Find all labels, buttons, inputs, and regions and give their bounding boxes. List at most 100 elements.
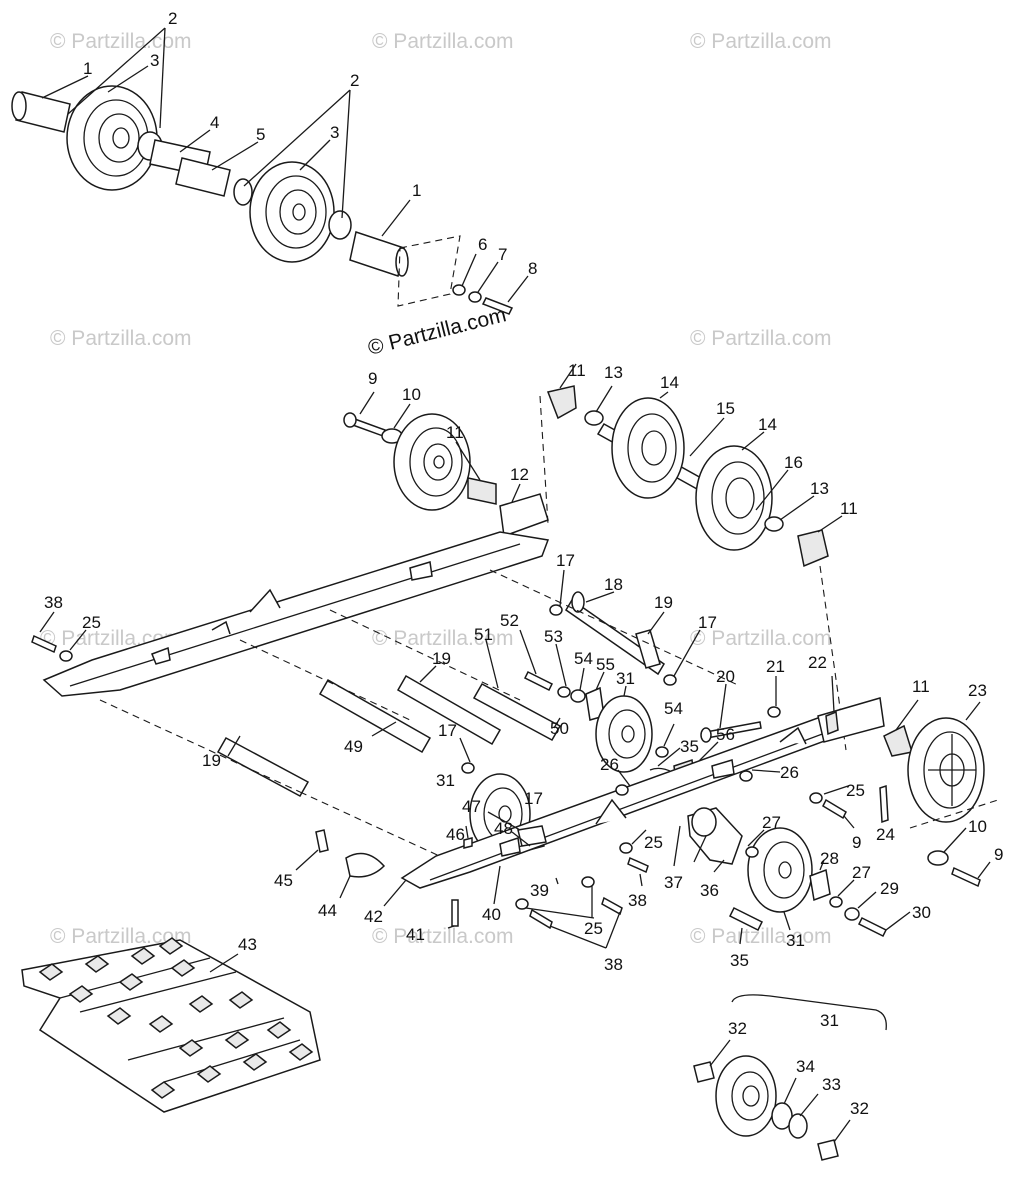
callout-label: 54 xyxy=(574,649,593,668)
callout-label: 19 xyxy=(202,751,221,770)
callout-label: 17 xyxy=(556,551,575,570)
callout-label: 38 xyxy=(604,955,623,974)
callout-label: 11 xyxy=(568,361,586,380)
callout-label: 28 xyxy=(820,849,839,868)
cone-11 xyxy=(797,529,829,568)
watermark-text: © Partzilla.com xyxy=(50,327,192,350)
callout-label: 13 xyxy=(604,363,623,382)
copyright-label: © Partzilla.com xyxy=(366,303,509,360)
callout-label: 7 xyxy=(498,245,507,264)
callout-label: 5 xyxy=(256,125,265,144)
callout-label: 9 xyxy=(852,833,861,852)
callout-label: 9 xyxy=(368,369,377,388)
watermark-text: © Partzilla.com xyxy=(372,925,514,948)
callout-label: 22 xyxy=(808,653,827,672)
callout-label: 40 xyxy=(482,905,501,924)
callout-label: 45 xyxy=(274,871,293,890)
callout-label: 39 xyxy=(530,881,549,900)
sleeve-1 xyxy=(349,231,405,277)
callout-label: 1 xyxy=(83,59,92,78)
shaft-19 xyxy=(216,736,310,798)
callout-label: 19 xyxy=(654,593,673,612)
callout-label: 56 xyxy=(716,725,735,744)
callout-label: 46 xyxy=(446,825,465,844)
callout-label: 32 xyxy=(728,1019,747,1038)
callout-labels: 1 2 3 4 5 1 2 3 6 7 8 9 10 11 11 12 13 1… xyxy=(44,9,1003,1118)
callout-label: 52 xyxy=(500,611,519,630)
callout-label: 32 xyxy=(850,1099,869,1118)
wheel-31 xyxy=(747,827,813,913)
callout-label: 14 xyxy=(660,373,679,392)
callout-label: 3 xyxy=(150,51,159,70)
callout-label: 6 xyxy=(478,235,487,254)
callout-label: 13 xyxy=(810,479,829,498)
track-43 xyxy=(21,937,321,1113)
wheel-14 xyxy=(695,445,773,551)
callout-label: 33 xyxy=(822,1075,841,1094)
callout-label: 17 xyxy=(698,613,717,632)
callout-label: 19 xyxy=(432,649,451,668)
callout-label: 31 xyxy=(616,669,635,688)
callout-label: 18 xyxy=(604,575,623,594)
callout-label: 10 xyxy=(402,385,421,404)
callout-label: 53 xyxy=(544,627,563,646)
callout-label: 26 xyxy=(600,755,619,774)
callout-label: 11 xyxy=(912,677,930,696)
callout-label: 38 xyxy=(628,891,647,910)
callout-label: 47 xyxy=(462,797,481,816)
left-slide-rail xyxy=(31,531,550,697)
lower-components xyxy=(295,807,911,949)
watermark-text: © Partzilla.com xyxy=(372,627,514,650)
callout-label: 34 xyxy=(796,1057,815,1076)
callout-label: 17 xyxy=(524,789,543,808)
watermark-text: © Partzilla.com xyxy=(690,30,832,53)
callout-label: 25 xyxy=(584,919,603,938)
callout-label: 8 xyxy=(528,259,537,278)
callout-label: 24 xyxy=(876,825,895,844)
watermark-text: © Partzilla.com xyxy=(690,925,832,948)
callout-label: 43 xyxy=(238,935,257,954)
callout-label: 30 xyxy=(912,903,931,922)
callout-label: 37 xyxy=(664,873,683,892)
callout-label: 49 xyxy=(344,737,363,756)
callout-label: 25 xyxy=(644,833,663,852)
callout-label: 42 xyxy=(364,907,383,926)
callout-label: 9 xyxy=(994,845,1003,864)
callout-label: 51 xyxy=(474,625,493,644)
idler-wheel xyxy=(393,413,471,511)
shaft-19 xyxy=(396,674,502,746)
callout-label: 15 xyxy=(716,399,735,418)
callout-label: 55 xyxy=(596,655,615,674)
watermark-layer: © Partzilla.com © Partzilla.com © Partzi… xyxy=(40,30,832,948)
callout-label: 26 xyxy=(780,763,799,782)
callout-label: 25 xyxy=(82,613,101,632)
callout-label: 54 xyxy=(664,699,683,718)
callout-label: 11 xyxy=(446,423,464,442)
callout-label: 4 xyxy=(210,113,219,132)
callout-label: 1 xyxy=(412,181,421,200)
watermark-text: © Partzilla.com xyxy=(50,925,192,948)
callout-label: 35 xyxy=(680,737,699,756)
callout-label: 27 xyxy=(852,863,871,882)
callout-label: 3 xyxy=(330,123,339,142)
callout-label: 27 xyxy=(762,813,781,832)
bracket-12 xyxy=(499,493,549,538)
callout-label: 50 xyxy=(550,719,569,738)
shaft-49 xyxy=(318,678,432,754)
callout-label: 29 xyxy=(880,879,899,898)
callout-label: 21 xyxy=(766,657,785,676)
callout-label: 25 xyxy=(846,781,865,800)
callout-label: 48 xyxy=(494,819,513,838)
slide-rail xyxy=(42,531,550,697)
exploded-wheel-31 xyxy=(693,994,887,1161)
middle-axle-assembly xyxy=(343,363,847,751)
watermark-text: © Partzilla.com xyxy=(372,30,514,53)
callout-label: 17 xyxy=(438,721,457,740)
callout-label: 16 xyxy=(784,453,803,472)
callout-label: 36 xyxy=(700,881,719,900)
callout-label: 14 xyxy=(758,415,777,434)
wheel-31-detail xyxy=(715,1055,777,1137)
callout-label: 38 xyxy=(44,593,63,612)
bolt-8 xyxy=(481,297,514,315)
